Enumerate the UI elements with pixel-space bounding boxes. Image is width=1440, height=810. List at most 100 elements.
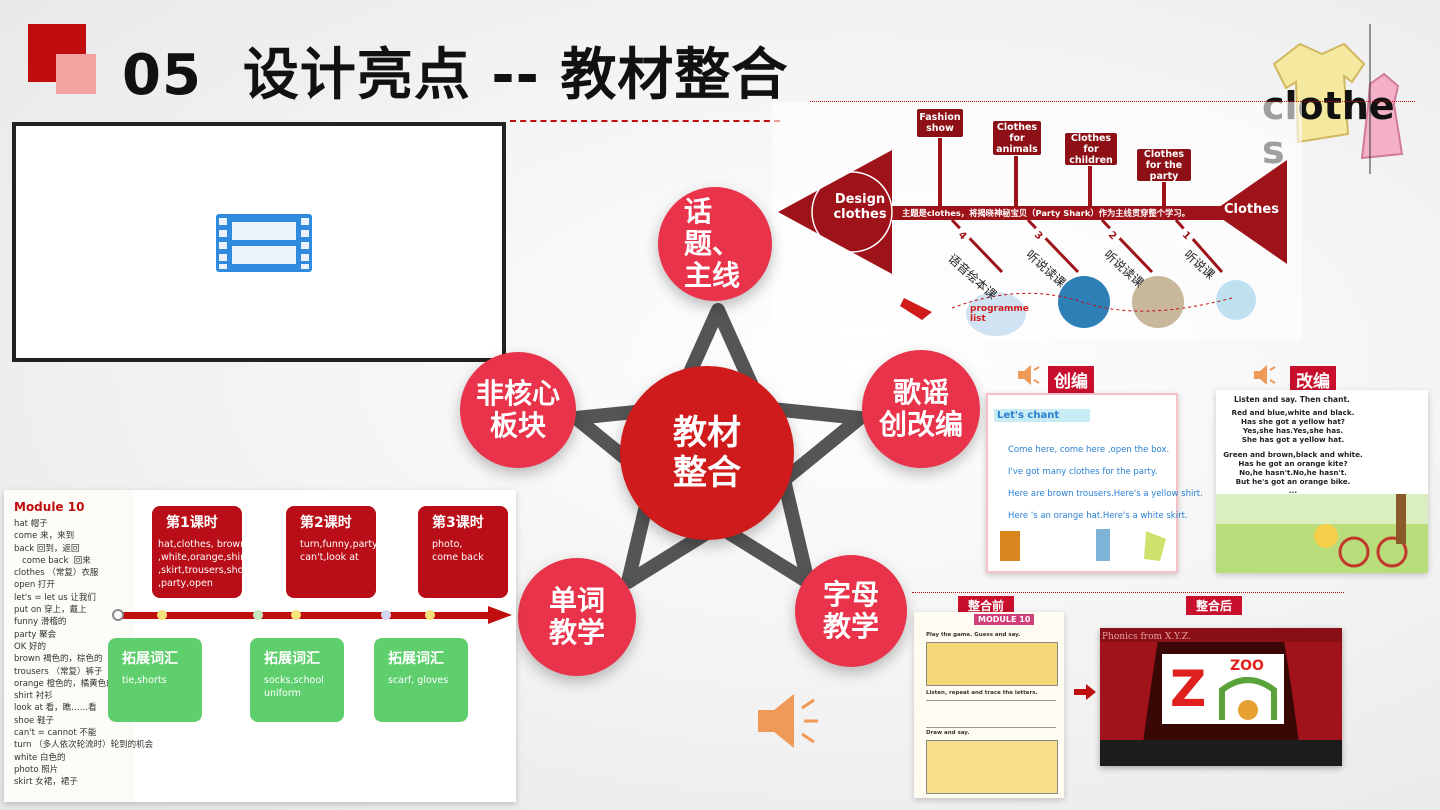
- chant-line-4: Here 's an orange hat.Here's a white ski…: [1008, 511, 1188, 521]
- lesson-2-title: 第2课时: [300, 515, 352, 531]
- vocab-item: brown 褐色的，棕色的: [14, 654, 103, 665]
- fishbone-spine-text: 主题是clothes，将揭晓神秘宝贝（Party Shark）作为主线贯穿整个学…: [902, 208, 1190, 218]
- vocab-item: shoe 鞋子: [14, 715, 54, 726]
- phonics-tag-after: 整合后: [1186, 596, 1243, 615]
- extend-1-body: tie,shorts: [122, 675, 167, 686]
- chant-panel-adapt: Listen and say. Then chant. Red and blue…: [1216, 390, 1428, 573]
- extend-2-title: 拓展词汇: [264, 651, 320, 667]
- lets-chant-title: Let's chant: [994, 409, 1090, 422]
- chant2-line: Yes,she has.Yes,she has.: [1242, 426, 1344, 435]
- phonics-comic-2: [926, 740, 1058, 794]
- phonics-item-2: Listen, repeat and trace the letters.: [926, 690, 1038, 696]
- extend-2-card[interactable]: 拓展词汇 socks,school uniform: [250, 638, 344, 722]
- film-icon: [216, 214, 312, 272]
- header-square-light: [56, 54, 96, 94]
- listen-say-title: Listen and say. Then chant.: [1234, 395, 1350, 404]
- vocab-item: OK 好的: [14, 641, 46, 652]
- vocab-item: turn （多人依次轮流时）轮到的机会: [14, 740, 154, 751]
- phonics-top-line: [912, 592, 1344, 593]
- lesson-1-body: hat,clothes, brown ,white,orange,shirt ,…: [158, 539, 250, 589]
- programme-list-label: programme list: [970, 304, 1029, 324]
- vocab-item: white 白色的: [14, 752, 66, 763]
- page-title: 05 设计亮点 -- 教材整合: [122, 43, 789, 108]
- chant2-line: ...: [1288, 486, 1298, 495]
- star-noncore-circle[interactable]: 非核心 板块: [460, 352, 576, 468]
- trace-lines: [926, 700, 1056, 728]
- chant2-lines: Red and blue,white and black. Has she go…: [1218, 408, 1368, 495]
- speaker-icon[interactable]: [752, 690, 822, 752]
- star-center-label: 教材 整合: [673, 413, 741, 493]
- star-letter-label: 字母 教学: [822, 578, 879, 643]
- phonics-before-page: MODULE 10 Play the game. Guess and say. …: [914, 612, 1064, 798]
- star-song-circle[interactable]: 歌谣 创改编: [862, 350, 980, 468]
- extend-1-title: 拓展词汇: [122, 651, 178, 667]
- chant2-line: Red and blue,white and black.: [1231, 408, 1355, 417]
- zoo-word: ZOO: [1230, 658, 1264, 674]
- vocab-item: can't = cannot 不能: [14, 728, 97, 739]
- vocab-item: shirt 衬衫: [14, 691, 53, 702]
- phonics-title: Phonics from X.Y.Z.: [1102, 632, 1191, 642]
- vocab-item: let's = let us 让我们: [14, 592, 96, 603]
- video-frame[interactable]: [12, 122, 506, 362]
- speaker-small-icon-2[interactable]: [1252, 364, 1278, 386]
- phonics-item-3: Draw and say.: [926, 730, 970, 736]
- extend-3-body: scarf, gloves: [388, 675, 449, 686]
- extend-1-card[interactable]: 拓展词汇 tie,shorts: [108, 638, 202, 722]
- chant-line-2: I've got many clothes for the party.: [1008, 467, 1158, 477]
- fishbone-box-animals: Clothes for animals: [992, 120, 1042, 156]
- vocab-item: orange 橙色的，橘黄色的: [14, 678, 115, 689]
- star-topic-label: 话 题、 主线: [684, 195, 741, 292]
- vocab-item: come 来，来到: [14, 531, 75, 542]
- header-dashed-line: [510, 120, 780, 122]
- chant2-line: Has she got a yellow hat?: [1241, 417, 1345, 426]
- star-word-circle[interactable]: 单词 教学: [518, 558, 636, 676]
- arrow-right-icon: [1074, 684, 1096, 700]
- vocab-item: hat 帽子: [14, 519, 48, 529]
- timeline-arrow: [112, 606, 512, 624]
- fishbone-head-text: Design clothes: [833, 192, 887, 222]
- chant-line-3: Here are brown trousers.Here's a yellow …: [1008, 489, 1203, 499]
- vocab-item: open 打开: [14, 580, 55, 591]
- extend-2-body: socks,school uniform: [264, 675, 324, 699]
- extend-3-card[interactable]: 拓展词汇 scarf, gloves: [374, 638, 468, 722]
- lesson-3-body: photo, come back: [432, 539, 484, 563]
- star-letter-circle[interactable]: 字母 教学: [795, 555, 907, 667]
- lesson-1-title: 第1课时: [166, 515, 218, 531]
- chant2-line: Has he got an orange kite?: [1238, 459, 1348, 468]
- fishbone-box-party: Clothes for the party: [1136, 148, 1192, 182]
- lesson-2-card[interactable]: 第2课时 turn,funny,party, can't,look at: [286, 506, 381, 598]
- module-title: Module 10: [14, 500, 85, 514]
- vocab-item: come back 回来: [14, 555, 91, 566]
- vocab-item: party 聚会: [14, 629, 57, 640]
- vocab-item: clothes （常复）衣服: [14, 568, 99, 579]
- fishbone-tail-text: Clothes: [1224, 202, 1279, 217]
- vocab-item: funny 滑稽的: [14, 617, 67, 628]
- phonics-item-1: Play the game. Guess and say.: [926, 632, 1021, 638]
- star-word-label: 单词 教学: [548, 584, 605, 649]
- shirt-dress-icon: [1272, 24, 1404, 174]
- extend-3-title: 拓展词汇: [388, 651, 444, 667]
- star-noncore-label: 非核心 板块: [475, 377, 560, 442]
- fishbone-box-children: Clothes for children: [1064, 132, 1118, 166]
- phonics-tag-before: 整合前: [958, 596, 1015, 615]
- chant2-line: But he's got an orange bike.: [1235, 477, 1351, 486]
- speaker-small-icon[interactable]: [1016, 364, 1042, 386]
- chant2-line: No,he hasn't.No,he hasn't.: [1239, 468, 1347, 477]
- chant-tag-adapt: 改编: [1290, 366, 1336, 393]
- star-song-label: 歌谣 创改编: [878, 376, 963, 441]
- vocab-item: photo 照片: [14, 764, 59, 775]
- lessons-panel: Module 10 hat 帽子 come 来，来到 back 回到，返回 co…: [4, 490, 516, 802]
- star-topic-circle[interactable]: 话 题、 主线: [658, 187, 772, 301]
- vocab-item: put on 穿上，戴上: [14, 605, 87, 616]
- fishbone-diagram: [778, 132, 1287, 336]
- module-badge: MODULE 10: [974, 614, 1035, 625]
- star-center-circle: 教材 整合: [620, 366, 794, 540]
- phonics-comic-1: [926, 642, 1058, 686]
- lesson-1-card[interactable]: 第1课时 hat,clothes, brown ,white,orange,sh…: [152, 506, 250, 598]
- vocab-item: look at 看，瞧……看: [14, 703, 97, 714]
- park-scene-image: [1216, 494, 1428, 573]
- lesson-3-card[interactable]: 第3课时 photo, come back: [418, 506, 508, 598]
- fishbone-top-line: [810, 101, 1415, 102]
- chant2-line: Green and brown,black and white.: [1223, 450, 1363, 459]
- fishbone-box-fashion: Fashion show: [916, 108, 964, 138]
